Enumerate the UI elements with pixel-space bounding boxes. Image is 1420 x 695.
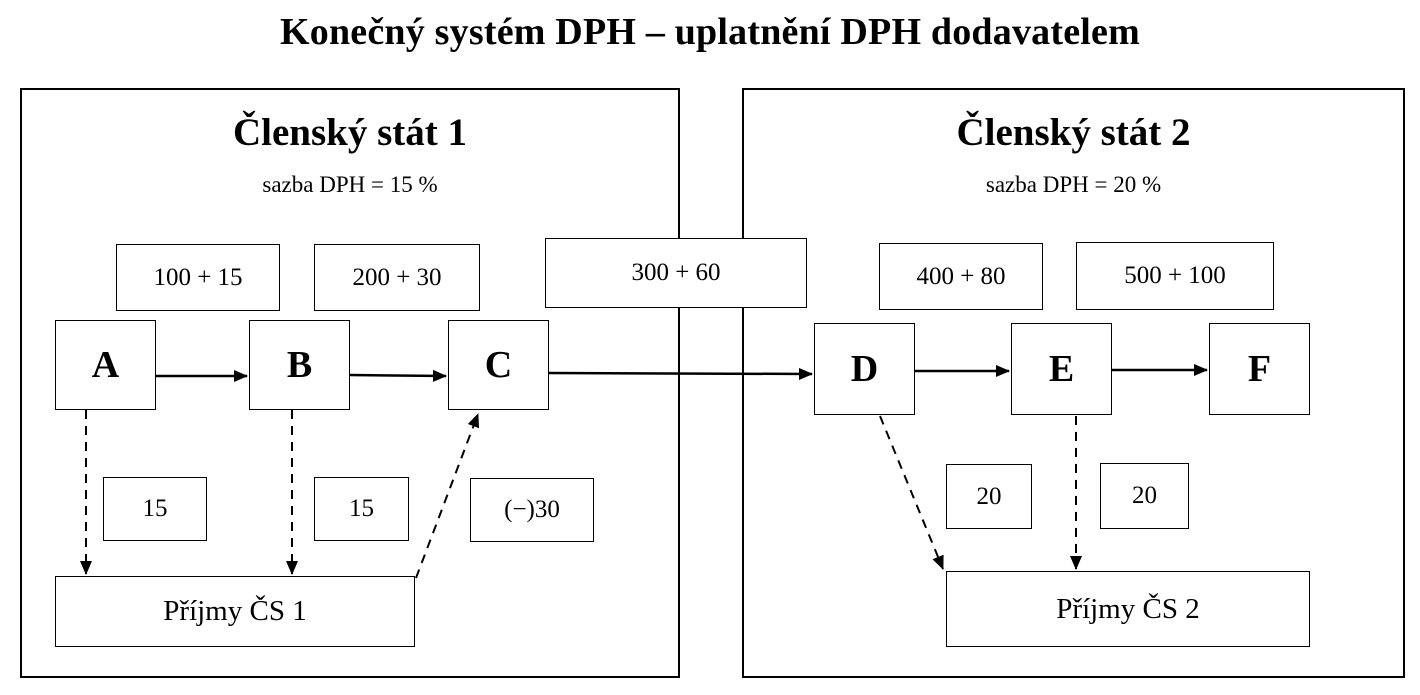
price-label-c-to-d: 300 + 60 [545, 238, 807, 308]
vat-payment-d: 20 [946, 464, 1032, 529]
vat-payment-a: 15 [103, 477, 207, 541]
trader-b: B [249, 320, 350, 410]
trader-d: D [814, 323, 915, 415]
vat-payment-b: 15 [314, 477, 409, 541]
diagram-title: Konečný systém DPH – uplatnění DPH dodav… [280, 11, 1140, 53]
price-label-b-to-c: 200 + 30 [314, 244, 480, 311]
revenue-member-state-1: Příjmy ČS 1 [55, 576, 415, 647]
member-state-1-vat-rate: sazba DPH = 15 % [262, 172, 438, 197]
trader-a: A [55, 320, 156, 410]
member-state-1-frame: Členský stát 1 sazba DPH = 15 % [20, 88, 680, 678]
price-label-d-to-e: 400 + 80 [879, 243, 1043, 310]
member-state-2-title: Členský stát 2 [956, 111, 1191, 154]
trader-e: E [1011, 323, 1112, 415]
price-label-e-to-f: 500 + 100 [1076, 242, 1274, 310]
revenue-member-state-2: Příjmy ČS 2 [946, 571, 1310, 647]
trader-f: F [1209, 323, 1310, 415]
price-label-a-to-b: 100 + 15 [116, 244, 280, 311]
member-state-2-frame: Členský stát 2 sazba DPH = 20 % [742, 88, 1405, 678]
trader-c: C [448, 320, 549, 410]
member-state-2-vat-rate: sazba DPH = 20 % [985, 172, 1162, 197]
vat-refund-c: (−)30 [470, 478, 594, 542]
vat-payment-e: 20 [1100, 463, 1189, 529]
member-state-1-title: Členský stát 1 [232, 111, 468, 154]
